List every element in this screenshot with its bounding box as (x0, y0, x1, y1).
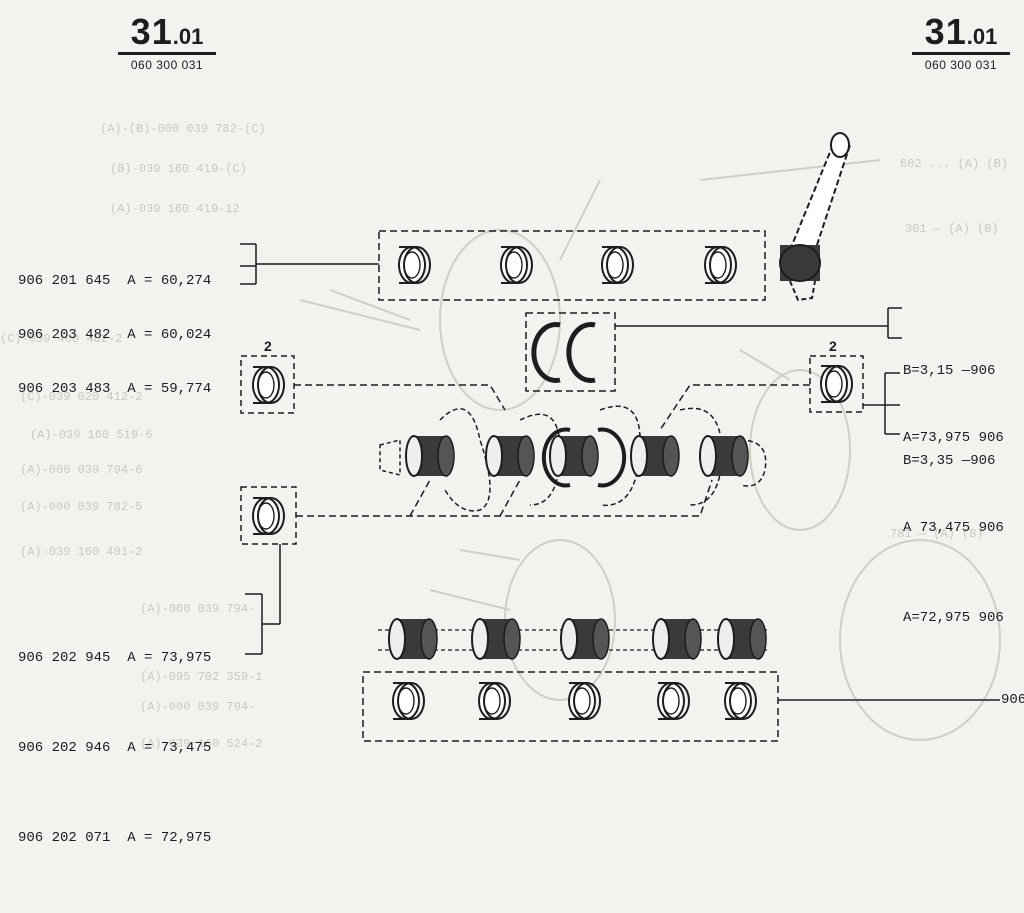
catalog-code: 060 300 031 (130, 58, 204, 72)
conrod-bearing-list: 906 201 645 A = 60,274 906 203 482 A = 6… (18, 236, 211, 434)
catalog-code: 060 300 031 (924, 58, 998, 72)
header-rule (118, 52, 216, 55)
ghost-ref-6: (A)-039 160 519-6 (30, 428, 153, 442)
ghost-ref-8: (A)-000 039 782-5 (20, 500, 143, 514)
quantity-label: 2 (264, 338, 272, 354)
part-line: 906 203 482 A = 60,024 (18, 327, 212, 343)
part-line: 906 201 645 A = 60,274 (18, 273, 212, 289)
ghost-ref-2: (B)-039 160 419-(C) (110, 162, 247, 176)
crankshaft (379, 405, 767, 512)
header-rule (912, 52, 1010, 55)
quantity-label: 2 (829, 338, 837, 354)
ghost-ref-16: 781 — (A) (B) (890, 527, 984, 541)
ghost-ref-7: (A)-000 039 794-6 (20, 463, 143, 477)
page-number-major: 31 (130, 11, 173, 52)
part-line: A=73,975 906 (903, 430, 1004, 446)
part-line: 906 202 945 A = 73,975 (18, 650, 212, 666)
camshaft-bushing-ref: 906 (1001, 692, 1024, 708)
part-line: B=3,35 —906 (903, 453, 996, 469)
page-number-minor: .01 (966, 24, 998, 49)
ghost-ref-4: (C)-039 460 402-2 (0, 332, 123, 346)
part-line: 906 202 946 A = 73,475 (18, 740, 212, 756)
page-number-left: 31.01 060 300 031 (118, 14, 216, 72)
ghost-ref-9: (A)-039 160 401-2 (20, 545, 143, 559)
main-bearing-list-right: A=73,975 906 A 73,475 906 A=72,975 906 (903, 363, 1004, 693)
ghost-ref-11: (A)-095 702 359-1 (140, 670, 263, 684)
thrust-washer-list: B=3,15 —906 B=3,35 —906 (903, 296, 995, 536)
parts-catalog-page: (A)-(B)-000 039 782-(C) (B)-039 160 419-… (0, 14, 1024, 847)
ghost-ref-5: (C)-039 020 412-2 (20, 390, 143, 404)
ghost-ref-12: (A)-000 039 794- (140, 700, 256, 714)
connecting-rod (779, 132, 852, 302)
thrust-washer-group (525, 312, 616, 392)
ghost-ref-10: (A)-000 039 794- (140, 602, 256, 616)
ghost-ref-15: 301 — (A) (B) (905, 222, 999, 236)
part-line: 906 203 483 A = 59,774 (18, 381, 212, 397)
exploded-view-drawing (240, 132, 1001, 742)
ghost-ref-13: (A)-039 160 524-2 (140, 737, 263, 751)
main-bearing-box-right (809, 355, 864, 413)
part-line: A=72,975 906 (903, 610, 1004, 626)
ghost-ref-3: (A)-039 160 419-12 (110, 202, 240, 216)
ghost-ref-14: 602 ... (A) (B) (900, 157, 1009, 171)
part-line: 906 202 071 A = 72,975 (18, 830, 212, 846)
camshaft (378, 618, 770, 660)
part-line: A 73,475 906 (903, 520, 1004, 536)
conrod-bearing-group (378, 230, 766, 301)
page-number-right: 31.01 060 300 031 (912, 14, 1010, 72)
ghost-ref-1: (A)-(B)-000 039 782-(C) (100, 122, 266, 136)
page-number-major: 31 (924, 11, 967, 52)
part-line: B=3,15 —906 (903, 363, 996, 379)
main-bearing-list-left: 906 202 945 A = 73,975 906 202 946 A = 7… (18, 583, 211, 913)
page-number-minor: .01 (172, 24, 204, 49)
